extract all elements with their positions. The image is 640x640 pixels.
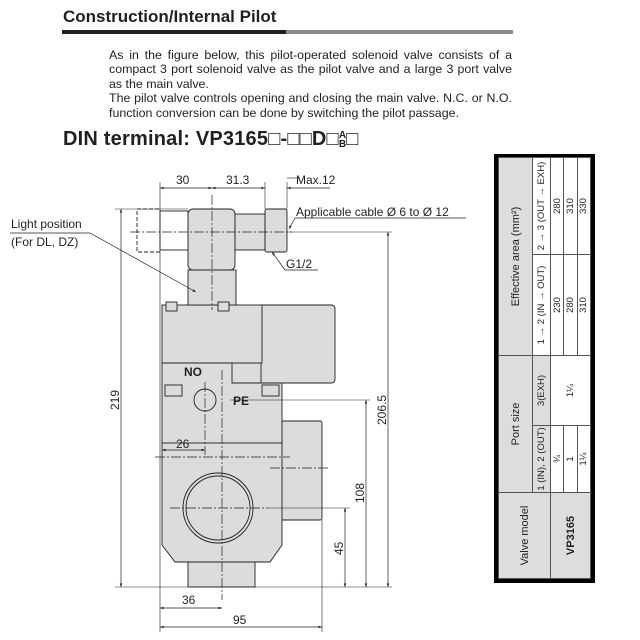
header-port-size: Port size [498, 355, 533, 493]
light-position-label: Light position [11, 217, 82, 231]
connector-back [159, 210, 189, 251]
din-connector [187, 208, 236, 271]
dim-108: 108 [353, 483, 367, 503]
dim-31-3: 31.3 [226, 173, 250, 187]
valve-model: VP3165 [550, 492, 591, 579]
description: As in the figure below, this pilot-opera… [109, 48, 512, 120]
dim-36: 36 [182, 593, 196, 607]
area-in-out: 310 [577, 254, 591, 356]
center-lines [130, 195, 330, 600]
g12-label: G1/2 [286, 257, 312, 271]
dim-206-5: 206.5 [375, 395, 389, 425]
header-area-in-out: 1 → 2 (IN → OUT) [532, 254, 551, 356]
area-out-exh: 310 [563, 157, 578, 255]
area-out-exh: 280 [550, 157, 564, 255]
bolt [217, 301, 230, 312]
drawing-title-text: DIN terminal: VP3165□-□□D□ [63, 128, 339, 150]
light-position-note: (For DL, DZ) [11, 235, 78, 249]
header-port-exh: 3(EXH) [532, 355, 551, 426]
title-rule-dark [62, 30, 286, 34]
bolt [164, 384, 183, 397]
port-size: 1¼ [577, 425, 591, 493]
dim-219: 219 [108, 390, 122, 410]
pe-label: PE [233, 394, 249, 408]
no-boundary [164, 362, 261, 384]
header-port-in-out: 1 (IN), 2 (OUT) [532, 425, 551, 493]
section-title: Construction/Internal Pilot [63, 7, 277, 26]
port-size: 1 [563, 425, 578, 493]
dimension-labels: 30 31.3 Max.12 Applicable cable Ø 6 to Ø… [11, 173, 449, 627]
bolt [165, 301, 178, 312]
exh-port-size: 1¼ [550, 355, 591, 426]
dimension-lines [10, 186, 466, 629]
area-in-out: 230 [550, 254, 564, 356]
description-paragraph-1: As in the figure below, this pilot-opera… [109, 48, 512, 91]
cable-label: Applicable cable Ø 6 to Ø 12 [296, 205, 449, 219]
pilot-body [161, 304, 263, 364]
header-effective-area: Effective area (mm²) [498, 157, 533, 356]
extension-lines [115, 177, 392, 632]
bolt [261, 384, 280, 397]
light-housing [136, 208, 161, 253]
coil-box [260, 304, 336, 384]
dim-26: 26 [176, 437, 190, 451]
bottom-port [187, 561, 256, 588]
area-in-out: 280 [563, 254, 578, 356]
variant-b: B [338, 139, 347, 150]
area-out-exh: 330 [577, 157, 591, 255]
header-area-out-exh: 2 → 3 (OUT → EXH) [532, 157, 551, 255]
drawing-title-end: □ [346, 128, 359, 150]
description-paragraph-2: The pilot valve controls opening and clo… [109, 91, 512, 120]
no-label: NO [184, 365, 202, 379]
port-size: ¾ [550, 425, 564, 493]
header-valve-model: Valve model [498, 492, 551, 579]
table-row: VP3165 ¾ 1¼ 230 280 [550, 157, 591, 579]
specifications-table: Valve model Port size Effective area (mm… [494, 154, 595, 583]
title-rule-gray [286, 30, 513, 34]
dim-95: 95 [233, 613, 247, 627]
variant-a: A [338, 130, 347, 141]
dim-45: 45 [332, 541, 346, 555]
cable-nut [264, 208, 288, 253]
dim-30: 30 [176, 173, 190, 187]
right-port-boss [279, 420, 323, 521]
dim-max-12: Max.12 [296, 173, 336, 187]
